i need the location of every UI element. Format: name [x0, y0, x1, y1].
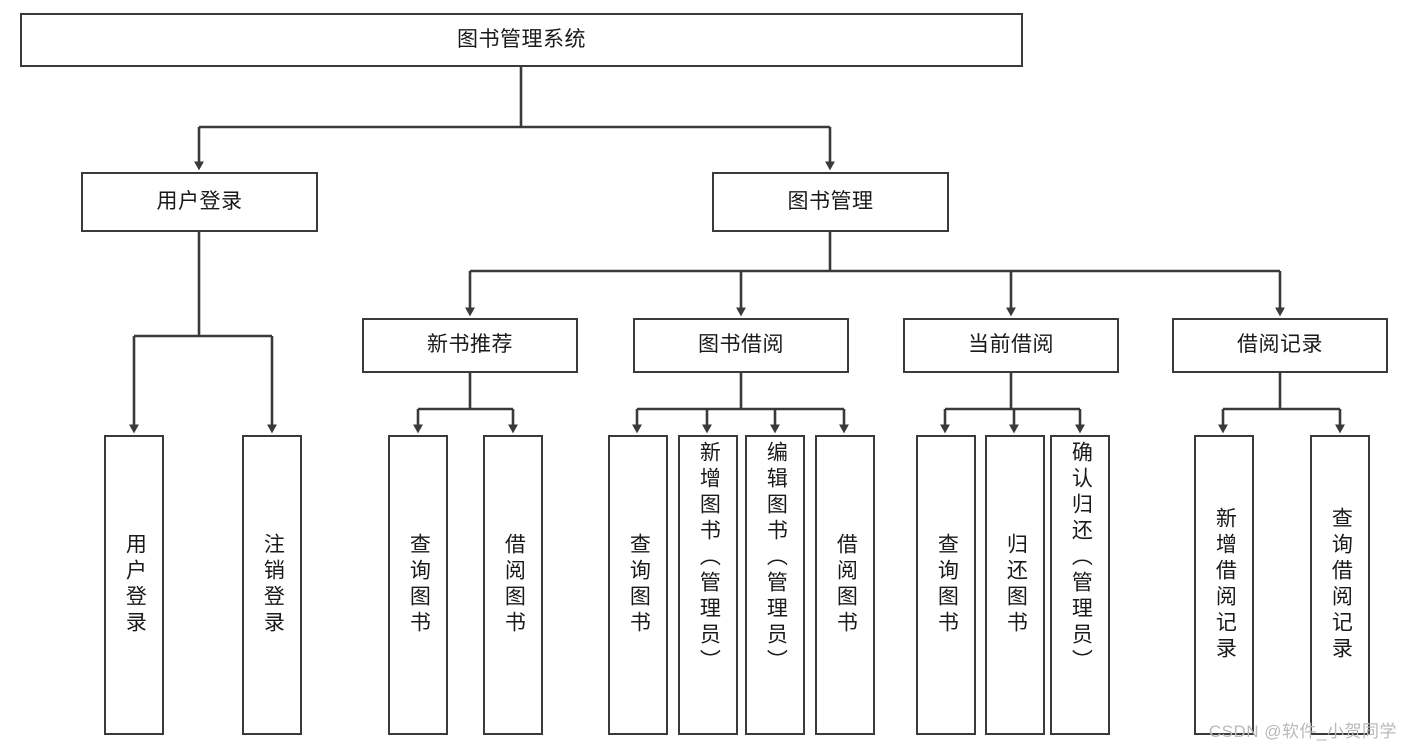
node-user-login[interactable]: 用户登录: [81, 172, 318, 232]
node-current-borrow[interactable]: 当前借阅: [903, 318, 1119, 373]
csdn-watermark: CSDN @软件_小贺同学: [1208, 722, 1397, 741]
leaf-borrow-book-recommend[interactable]: 借阅图书: [483, 435, 543, 735]
leaf-borrow-book[interactable]: 借阅图书: [815, 435, 875, 735]
leaf-user-login[interactable]: 用户登录: [104, 435, 164, 735]
node-book-borrow[interactable]: 图书借阅: [633, 318, 849, 373]
leaf-add-borrow-record[interactable]: 新增借阅记录: [1194, 435, 1254, 735]
leaf-return-book[interactable]: 归还图书: [985, 435, 1045, 735]
leaf-add-book-admin[interactable]: 新增图书（管理员）: [678, 435, 738, 735]
leaf-logout[interactable]: 注销登录: [242, 435, 302, 735]
leaf-edit-book-admin[interactable]: 编辑图书（管理员）: [745, 435, 805, 735]
node-borrow-record[interactable]: 借阅记录: [1172, 318, 1388, 373]
leaf-query-borrow-record[interactable]: 查询借阅记录: [1310, 435, 1370, 735]
leaf-confirm-return-admin[interactable]: 确认归还（管理员）: [1050, 435, 1110, 735]
leaf-query-book-recommend[interactable]: 查询图书: [388, 435, 448, 735]
node-new-book-recommend[interactable]: 新书推荐: [362, 318, 578, 373]
node-book-management[interactable]: 图书管理: [712, 172, 949, 232]
node-root[interactable]: 图书管理系统: [20, 13, 1023, 67]
leaf-query-book-current[interactable]: 查询图书: [916, 435, 976, 735]
leaf-query-book-borrow[interactable]: 查询图书: [608, 435, 668, 735]
